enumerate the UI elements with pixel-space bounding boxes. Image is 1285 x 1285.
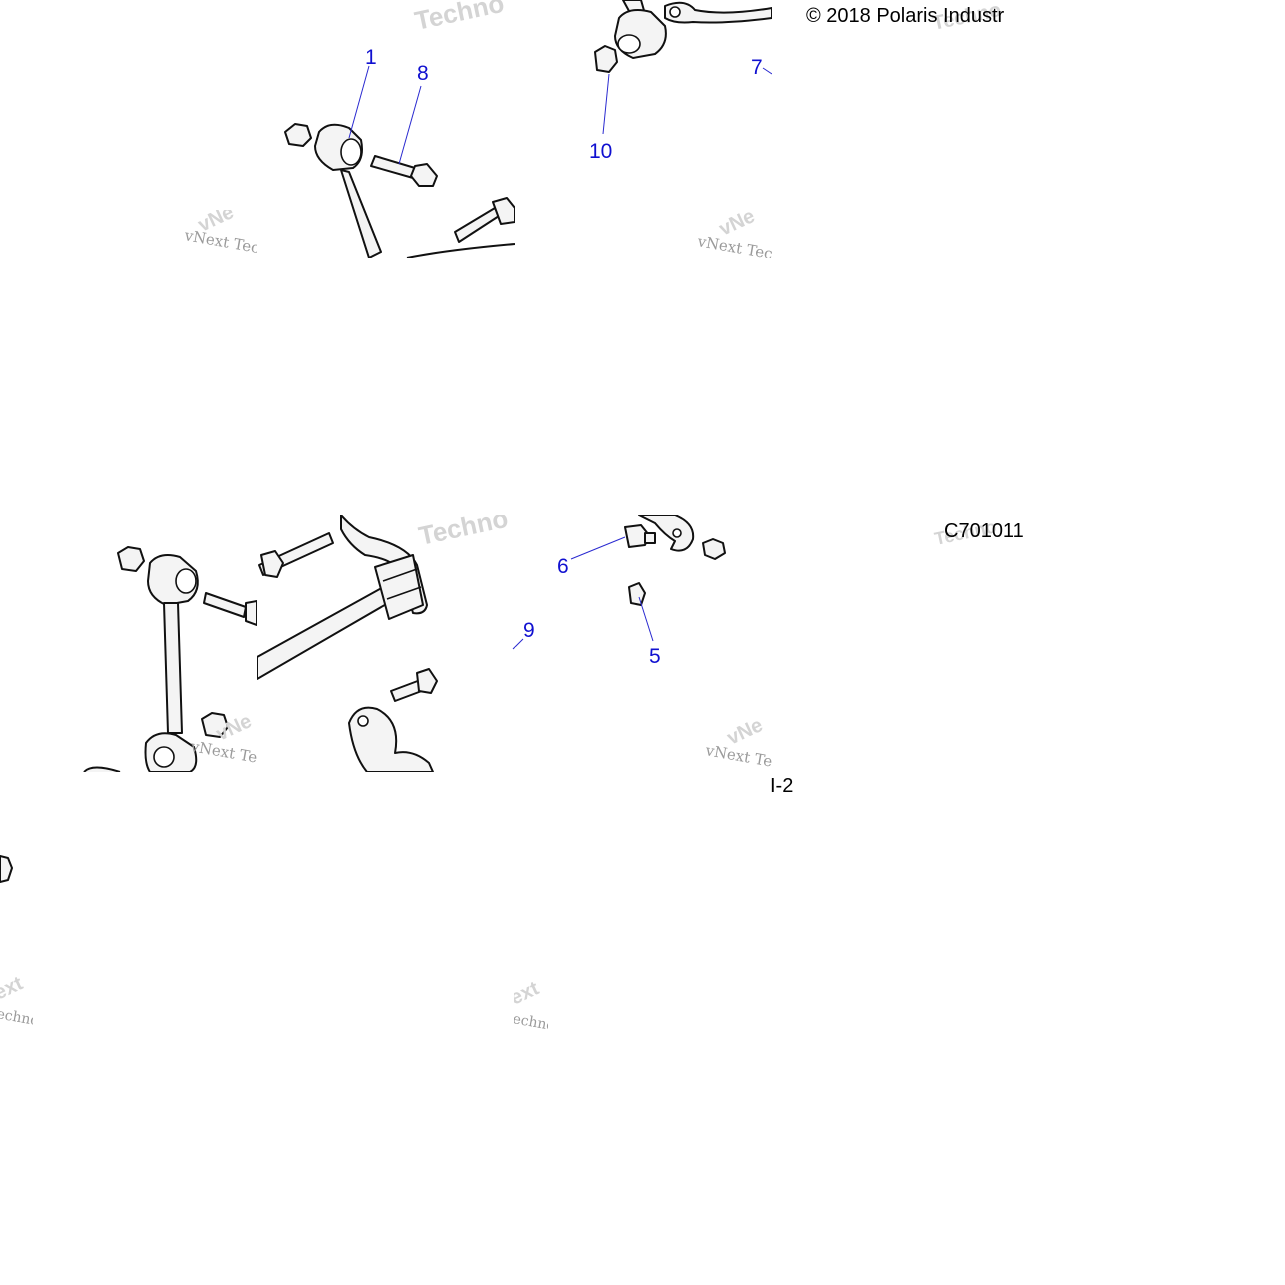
nut-part [594,45,618,73]
lower-bolt-head [492,197,515,225]
link-rod-part [340,169,382,258]
upper-nut-part [117,546,145,572]
lower-bolt-head [416,668,438,694]
callout-10: 10 [589,140,612,163]
arm-edge [406,243,515,258]
bolt-6-shank [644,532,656,544]
bolt-head [260,550,284,578]
rod-end-bore [340,138,362,166]
leader-1 [348,65,370,139]
upper-bore [175,568,197,594]
bracket-part [340,515,428,615]
stabilizer-bar-part [257,584,396,680]
clamp-hole [357,715,369,727]
tile-top-left-watermark: vNext Tec vNe [180,210,257,258]
tile-middle-center-left: Techno [257,515,515,772]
rod-end-drawing: 10 7 vNext Tec vNe [589,0,772,258]
watermark-text: vNext Tec [182,226,257,257]
leader-8 [398,85,422,165]
nut-part [284,123,312,147]
bar-end-hole [669,6,681,18]
watermark-text: Techno [416,515,511,551]
bushing-rib [382,568,418,582]
tile-middle-center-right: 6 5 vNext Tec vNe [545,515,772,772]
leader-9 [515,638,524,648]
tile-middle-left: vNext Tec vNe [0,515,257,772]
tile-page-ref: I-2 [770,770,802,800]
copyright-text: © 2018 Polaris Industr [806,5,1005,27]
tile-top-left [0,0,257,258]
watermark-text: ext [0,972,27,1004]
callout-9: 9 [523,619,535,642]
grease-fitting-part [628,582,646,606]
stabilizer-bar-drawing: Techno [257,515,515,772]
leader-6 [570,536,626,560]
clamp-part [348,706,434,772]
bolt-head [410,163,438,187]
tile-copyright: Techno © 2018 Polaris Industr [772,0,1030,40]
bolt-head [245,600,257,626]
link-rod-drawing: Techno 1 8 [284,0,515,258]
watermark-text: Techno [412,0,507,36]
page-ref: I-2 [770,775,793,797]
hardware-drawing: 6 5 vNext Tec vNe [557,515,772,772]
lower-bore [153,746,175,768]
watermark-text: vNe [716,205,759,240]
tile-lower-center-watermark: ext echno [514,975,548,1031]
callout-1: 1 [365,46,377,69]
bolt-shank [203,592,247,618]
tile-callout-9: 9 [515,615,545,655]
lower-bolt-shank [454,207,500,243]
leader-7 [762,67,772,75]
bracket-hole [672,528,682,538]
watermark-text: echno [0,1006,33,1029]
bracket-part [638,515,695,552]
tile-top-center-left: Techno 1 8 [257,0,515,258]
nut-fragment [0,855,13,883]
bar-end-part [664,1,772,24]
callout-6: 6 [557,555,569,578]
leader-5 [638,596,654,642]
leader-10 [602,73,610,135]
leader-9 [512,646,515,650]
tile-top-center-right: 10 7 vNext Tec vNe [515,0,772,258]
nut-part [702,538,726,560]
full-link-drawing: vNext Tec vNe [83,546,257,772]
tile-diagram-code: Techno C701011 [930,515,1030,550]
link-rod-part [163,602,183,734]
tile-lower-left-fragment [0,850,16,886]
watermark-text: ext [514,977,543,1009]
lower-nut-part [201,712,229,738]
watermark-text: vNe [724,714,767,749]
diagram-code: C701011 [944,520,1024,542]
rod-end-bore [617,34,641,54]
bolt-shank [370,155,416,179]
tile-lower-left-watermark: ext echno [0,970,33,1030]
arm-edge [83,766,121,772]
bushing-rib [386,586,422,600]
watermark-text: echno [514,1011,548,1031]
callout-5: 5 [649,645,661,668]
callout-7: 7 [751,56,763,79]
callout-8: 8 [417,62,429,85]
